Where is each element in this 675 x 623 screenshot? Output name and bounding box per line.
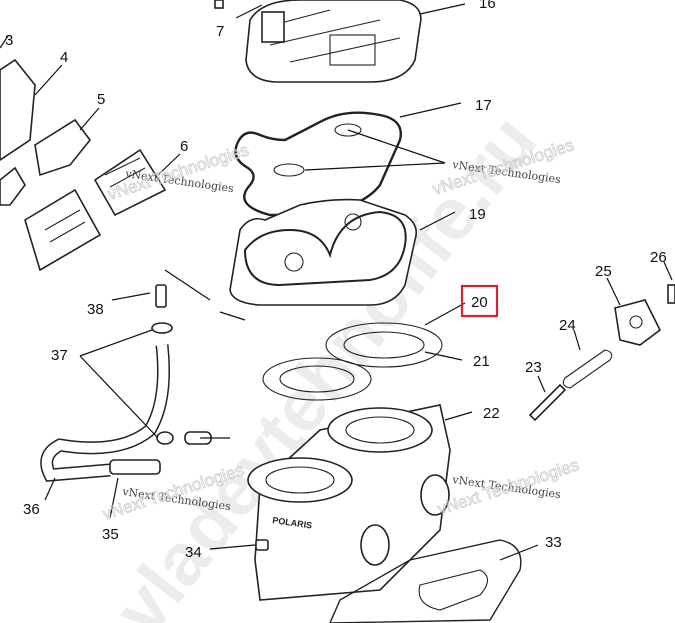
label-35[interactable]: 35 (102, 526, 119, 543)
label-20[interactable]: 20 (471, 294, 488, 311)
part-17-head-gasket[interactable] (234, 111, 402, 217)
part-labels: 3 4 5 6 7 16 17 19 20 21 22 23 24 25 26 … (5, 0, 667, 561)
label-22[interactable]: 22 (483, 405, 500, 422)
part-38-fitting[interactable] (155, 284, 167, 308)
label-26[interactable]: 26 (650, 249, 667, 266)
part-34-bolt[interactable] (255, 539, 269, 551)
part-24-gasket[interactable] (562, 349, 613, 389)
label-33[interactable]: 33 (545, 534, 562, 551)
label-6[interactable]: 6 (180, 138, 188, 155)
part-33-base-gasket[interactable] (329, 539, 522, 623)
label-23[interactable]: 23 (525, 359, 542, 376)
part-22-cylinder-block[interactable]: POLARIS (247, 404, 451, 601)
label-25[interactable]: 25 (595, 263, 612, 280)
leader-lines (0, 3, 673, 561)
part-23-sensor[interactable] (528, 383, 567, 422)
label-34[interactable]: 34 (185, 544, 202, 561)
label-16[interactable]: 16 (479, 0, 496, 12)
part-37-clamp-upper[interactable] (151, 322, 173, 334)
label-5[interactable]: 5 (97, 91, 105, 108)
label-37[interactable]: 37 (51, 347, 68, 364)
part-21-gasket-ring-upper[interactable] (325, 322, 443, 368)
part-26-plug[interactable] (667, 284, 675, 304)
highlight-box (460, 284, 499, 318)
part-4-intake-manifold[interactable] (0, 58, 36, 161)
part-37-clamp-lower[interactable] (156, 431, 212, 445)
part-19-cylinder-head[interactable] (229, 198, 418, 306)
part-6-reed-valve[interactable] (24, 148, 167, 272)
part-5-reed-stop[interactable] (0, 118, 92, 206)
label-17[interactable]: 17 (475, 97, 492, 114)
label-4[interactable]: 4 (60, 49, 68, 66)
label-24[interactable]: 24 (559, 317, 576, 334)
label-36[interactable]: 36 (23, 501, 40, 518)
label-19[interactable]: 19 (469, 206, 486, 223)
label-21[interactable]: 21 (473, 353, 490, 370)
part-36-hose[interactable] (40, 344, 170, 482)
part-35-connector[interactable] (109, 459, 161, 475)
part-7-fitting[interactable] (214, 0, 224, 9)
label-7[interactable]: 7 (216, 23, 224, 40)
part-16-head-cover[interactable] (245, 0, 422, 83)
label-38[interactable]: 38 (87, 301, 104, 318)
part-25-cover[interactable] (614, 299, 662, 346)
label-3[interactable]: 3 (5, 32, 13, 49)
part-20-gasket-ring-lower[interactable] (262, 357, 372, 401)
